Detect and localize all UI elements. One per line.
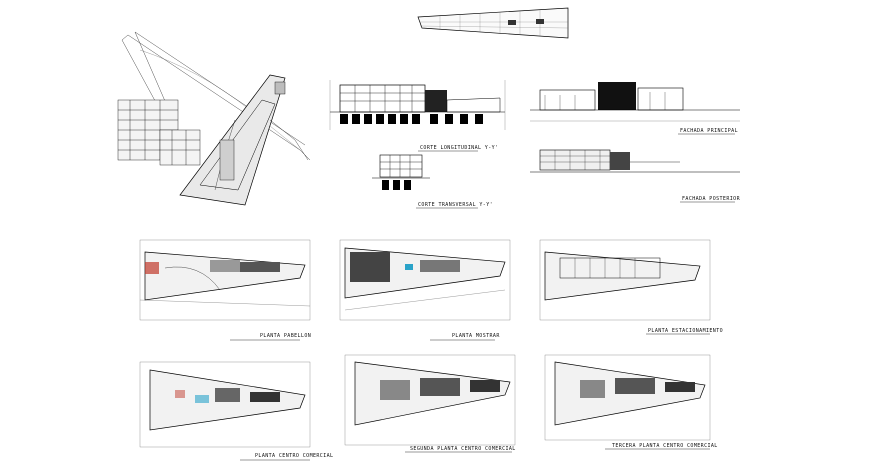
floor-plan-2: PLANTA MOSTRAR [339,239,511,341]
floor-plan-5-title: SEGUNDA PLANTA CENTRO COMERCIAL [410,446,516,452]
floor-plan-1-title: PLANTA PABELLON [260,333,311,339]
front-elevation-title: FACHADA PRINCIPAL [680,128,738,134]
rear-elevation-title: FACHADA POSTERIOR [682,196,741,202]
floor-plan-3: PLANTA ESTACIONAMIENTO [539,239,723,335]
transversal-section: CORTE TRANSVERSAL Y-Y' [372,154,493,209]
longitudinal-section: CORTE LONGITUDINAL Y-Y' [329,80,506,152]
floor-plan-4-title: PLANTA CENTRO COMERCIAL [255,453,333,459]
front-elevation: FACHADA PRINCIPAL [530,82,740,135]
rear-elevation: FACHADA POSTERIOR [530,149,741,203]
longitudinal-section-title: CORTE LONGITUDINAL Y-Y' [420,145,498,151]
floor-plan-5: SEGUNDA PLANTA CENTRO COMERCIAL [344,354,516,453]
roof-plan [417,7,569,39]
transversal-section-title: CORTE TRANSVERSAL Y-Y' [418,202,493,208]
floor-plan-4: PLANTA CENTRO COMERCIAL [139,361,333,461]
floor-plan-2-title: PLANTA MOSTRAR [452,333,500,339]
floor-plan-1: PLANTA PABELLON [139,239,311,341]
floor-plan-3-title: PLANTA ESTACIONAMIENTO [648,328,723,334]
site-plan [117,31,311,206]
floor-plan-6: TERCERA PLANTA CENTRO COMERCIAL [544,354,718,450]
floor-plan-6-title: TERCERA PLANTA CENTRO COMERCIAL [612,443,718,449]
